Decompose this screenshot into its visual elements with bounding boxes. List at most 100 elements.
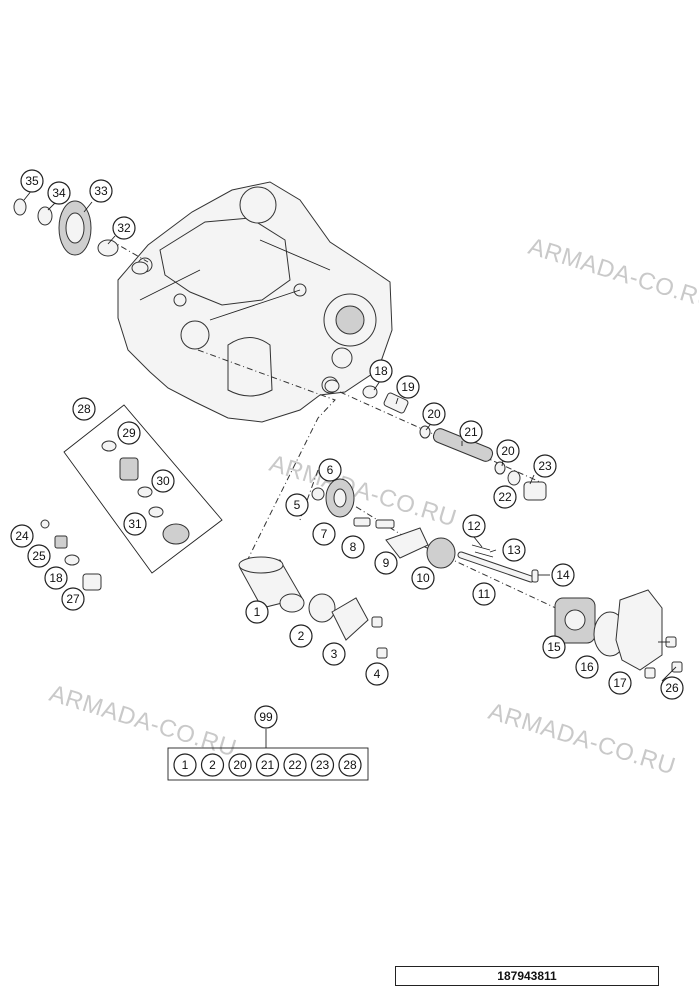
callout-c13-label: 13: [507, 543, 521, 557]
kit-99-item-22-label: 22: [288, 758, 302, 772]
callout-c30-circle: [151, 469, 175, 493]
callout-c18b-circle: [369, 359, 393, 383]
callout-c31: 31: [123, 512, 147, 536]
crankcase-illustration: [117, 181, 393, 423]
callout-c20b-circle: [496, 439, 520, 463]
callout-c16-label: 16: [580, 660, 594, 674]
callout-c10: 10: [411, 566, 435, 590]
callout-c34-label: 34: [52, 186, 66, 200]
callout-c99-label: 99: [259, 710, 273, 724]
assembly-line-filter: [197, 349, 336, 566]
callout-c26: 26: [660, 676, 684, 700]
callout-c27: 27: [61, 587, 85, 611]
kit-99-item-1-circle: [173, 753, 197, 777]
callout-c6-label: 6: [327, 463, 334, 477]
callout-c18a-circle: [44, 566, 68, 590]
callout-c28-label: 28: [77, 402, 91, 416]
callout-c35-circle: [20, 169, 44, 193]
group-28-parts: [101, 440, 190, 545]
callout-c13-circle: [502, 538, 526, 562]
callout-c14-circle: [551, 563, 575, 587]
callout-c5-circle: [285, 493, 309, 517]
kit-99-item-21: 21: [255, 753, 280, 777]
callout-c4: 4: [365, 662, 389, 686]
callout-c23-circle: [533, 454, 557, 478]
kit-99-item-22: 22: [283, 753, 307, 777]
kit-99-item-23-label: 23: [316, 758, 330, 772]
kit-99-item-21-label: 21: [261, 758, 275, 772]
callout-c22-label: 22: [498, 490, 512, 504]
callout-c5-label: 5: [294, 498, 301, 512]
callout-c20a-label: 20: [427, 407, 441, 421]
callout-c24-circle: [10, 524, 34, 548]
callout-c7-circle: [312, 522, 336, 546]
kit-99-item-20-circle: [228, 753, 252, 777]
callout-c9-circle: [374, 551, 398, 575]
callout-c99: 99: [254, 705, 278, 729]
callout-c19-label: 19: [401, 380, 415, 394]
callout-c26-circle: [660, 676, 684, 700]
kit-99-item-1: 1: [173, 753, 197, 777]
callout-c15: 15: [542, 635, 566, 659]
callout-c20a-circle: [422, 402, 446, 426]
callout-c25-label: 25: [32, 549, 46, 563]
callout-c25: 25: [27, 544, 51, 568]
callout-c32: 32: [112, 216, 136, 240]
filter-group: [238, 556, 388, 659]
callout-c2-label: 2: [298, 629, 305, 643]
callout-c35-label: 35: [25, 174, 39, 188]
callout-c9: 9: [374, 551, 398, 575]
callout-c3-label: 3: [331, 647, 338, 661]
callout-c14-label: 14: [556, 568, 570, 582]
callout-c27-label: 27: [66, 592, 80, 606]
callout-c12-circle: [462, 514, 486, 538]
callout-c34: 34: [47, 181, 71, 205]
callout-c18b-label: 18: [374, 364, 388, 378]
callout-c20a: 20: [422, 402, 446, 426]
callout-c7: 7: [312, 522, 336, 546]
callout-c1: 1: [245, 600, 269, 624]
callout-c1-label: 1: [254, 605, 261, 619]
callout-c31-label: 31: [128, 517, 142, 531]
kit-99-item-1-label: 1: [182, 758, 189, 772]
small-parts-left: [40, 519, 102, 591]
callout-c5: 5: [285, 493, 309, 517]
callout-c32-label: 32: [117, 221, 131, 235]
callout-c15-circle: [542, 635, 566, 659]
watermark-bottom-left: ARMADA-CO.RU: [46, 680, 239, 763]
callout-c17: 17: [608, 671, 632, 695]
callout-c6-circle: [318, 458, 342, 482]
kit-99-item-28-label: 28: [343, 758, 357, 772]
callout-c9-label: 9: [383, 556, 390, 570]
callout-c25-circle: [27, 544, 51, 568]
callout-c11: 11: [472, 582, 496, 606]
callout-c20b: 20: [496, 439, 520, 463]
callout-c17-label: 17: [613, 676, 627, 690]
kit-99-item-2: 2: [200, 753, 225, 777]
callout-c16-circle: [575, 655, 599, 679]
callout-c4-circle: [365, 662, 389, 686]
callout-c23-label: 23: [538, 459, 552, 473]
callout-c11-label: 11: [478, 587, 491, 601]
callout-c32-circle: [112, 216, 136, 240]
watermark-bottom-right: ARMADA-CO.RU: [485, 698, 678, 781]
kit-99-item-20-label: 20: [233, 758, 247, 772]
kit-99-item-28-circle: [338, 753, 362, 777]
pump-gear-group: [311, 478, 539, 583]
callout-c31-circle: [123, 512, 147, 536]
callout-c20b-label: 20: [501, 444, 515, 458]
callout-c2-circle: [289, 624, 313, 648]
callout-c8-circle: [341, 535, 365, 559]
callout-c22: 22: [493, 485, 517, 509]
callout-c21-label: 21: [464, 425, 478, 439]
kit-99-item-23-circle: [310, 753, 335, 777]
callout-c10-label: 10: [416, 571, 430, 585]
callout-c33-label: 33: [94, 184, 108, 198]
callout-c34-circle: [47, 181, 71, 205]
callout-c19-circle: [396, 375, 420, 399]
callout-c18a: 18: [44, 566, 68, 590]
callout-c22-circle: [493, 485, 517, 509]
callout-c12: 12: [462, 514, 486, 538]
callout-c1-circle: [245, 600, 269, 624]
